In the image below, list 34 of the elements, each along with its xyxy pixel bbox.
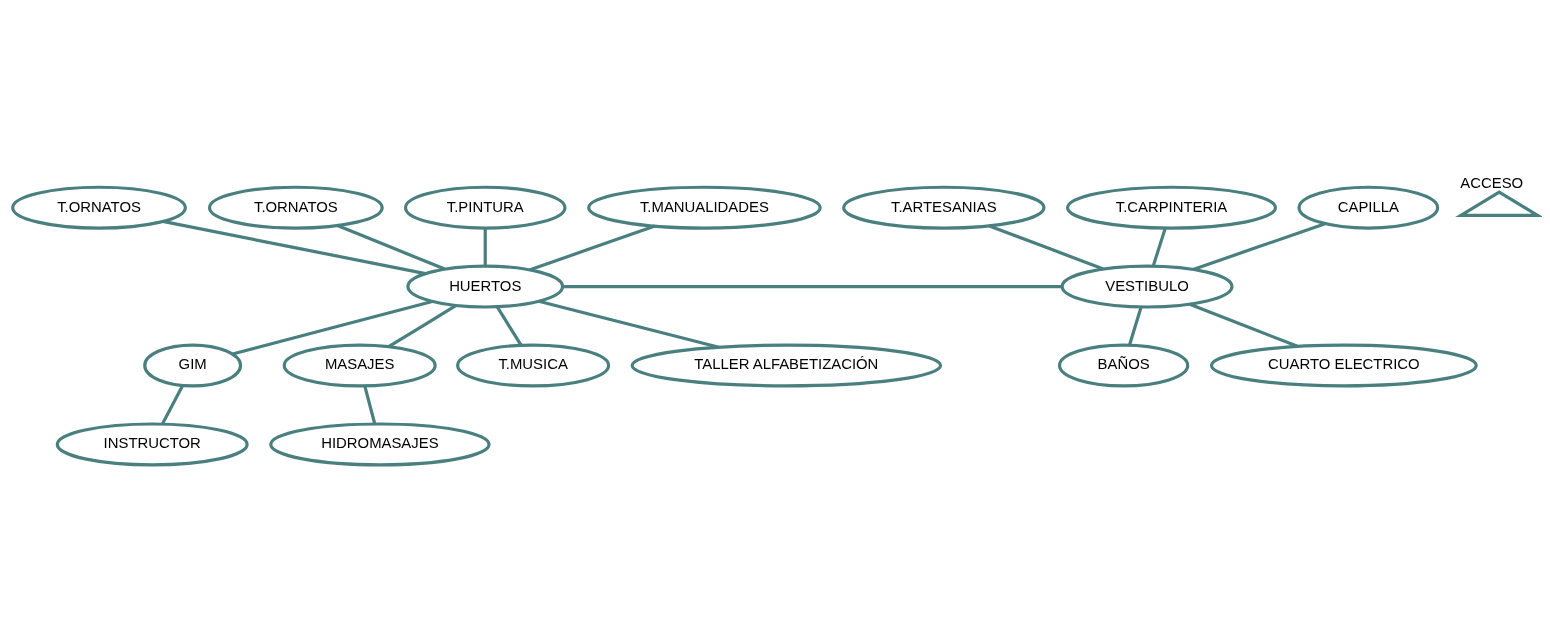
node-label: ACCESO	[1460, 175, 1524, 192]
node-ellipse: T.ORNATOS	[11, 185, 187, 230]
node-ellipse: TALLER ALFABETIZACIÓN	[630, 343, 943, 388]
node-ellipse: GIM	[143, 343, 243, 388]
node-ellipse: MASAJES	[282, 343, 437, 388]
node-ellipse: BAÑOS	[1057, 343, 1190, 388]
connector	[1128, 306, 1143, 346]
connector	[483, 228, 487, 267]
connector	[1189, 302, 1299, 348]
connector	[387, 304, 457, 349]
connector	[336, 224, 446, 271]
node-ellipse: T.ORNATOS	[207, 185, 384, 230]
connector	[495, 306, 523, 347]
connector	[232, 300, 433, 356]
connector	[363, 385, 377, 425]
connector	[562, 284, 1062, 289]
node-ellipse: T.PINTURA	[403, 185, 567, 230]
connector	[529, 224, 656, 272]
connector	[160, 384, 185, 425]
connector	[1151, 227, 1167, 267]
connector	[538, 299, 720, 349]
node-ellipse: T.ARTESANIAS	[842, 185, 1046, 230]
node-ellipse: CUARTO ELECTRICO	[1209, 343, 1478, 388]
node-ellipse: HIDROMASAJES	[269, 422, 491, 467]
connector	[162, 219, 426, 276]
connector	[988, 224, 1104, 271]
node-ellipse: T.MUSICA	[456, 343, 611, 388]
connector	[1192, 222, 1326, 271]
node-ellipse: T.MANUALIDADES	[587, 185, 822, 230]
node-ellipse: HUERTOS	[406, 264, 565, 309]
node-ellipse: T.CARPINTERIA	[1066, 185, 1277, 230]
node-ellipse: CAPILLA	[1297, 185, 1440, 230]
node-ellipse: INSTRUCTOR	[55, 422, 249, 467]
node-ellipse: VESTIBULO	[1060, 264, 1234, 309]
